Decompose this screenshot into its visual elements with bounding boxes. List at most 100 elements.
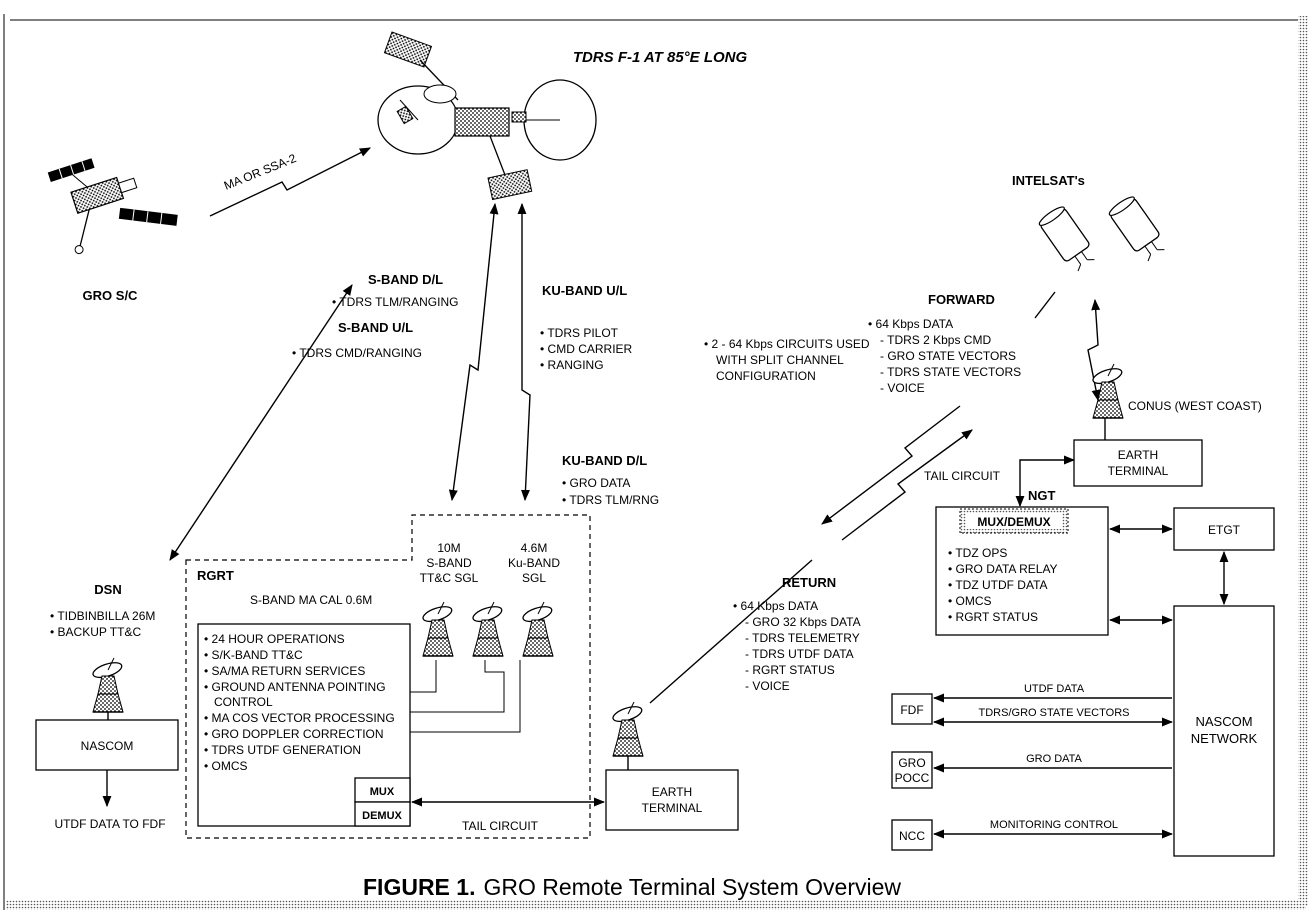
frame-shadow-bottom bbox=[6, 900, 1306, 910]
return-heading: RETURN bbox=[782, 575, 836, 590]
ma-link-arrow bbox=[209, 147, 371, 217]
fdf-label: FDF bbox=[900, 703, 923, 717]
gro-sc-label: GRO S/C bbox=[83, 288, 139, 303]
kuband-dl-item-2: • TDRS TLM/RNG bbox=[562, 493, 659, 507]
gro-pocc-line1: GRO bbox=[898, 756, 925, 770]
rgrt-wire-2 bbox=[410, 660, 505, 713]
rgrt-function-1: • 24 HOUR OPERATIONS bbox=[204, 632, 345, 646]
return-item-4: - TDRS UTDF DATA bbox=[745, 647, 854, 661]
conus-label: CONUS (WEST COAST) bbox=[1128, 399, 1262, 413]
rgrt-enclosure bbox=[185, 514, 591, 839]
dsn-item-2: • BACKUP TT&C bbox=[50, 625, 141, 639]
dsn-link-arrow bbox=[169, 284, 353, 561]
diagram-title: TDRS F-1 AT 85°E LONG bbox=[573, 49, 748, 66]
rgrt-function-6: • GRO DOPPLER CORRECTION bbox=[204, 727, 384, 741]
gro-pocc-line2: POCC bbox=[895, 771, 930, 785]
circuits-note-3: CONFIGURATION bbox=[716, 369, 816, 383]
ncc-label: NCC bbox=[899, 829, 925, 843]
forward-heading: FORWARD bbox=[928, 292, 995, 307]
figure-caption: FIGURE 1. GRO Remote Terminal System Over… bbox=[363, 874, 901, 900]
return-link-arrow bbox=[841, 429, 973, 541]
dsn-utdf-label: UTDF DATA TO FDF bbox=[54, 817, 165, 831]
rgrt-function-5: • MA COS VECTOR PROCESSING bbox=[204, 711, 395, 725]
gro-pocc-box bbox=[891, 751, 933, 789]
rgrt-ant10-line1: 10M bbox=[437, 541, 460, 555]
rgrt-function-7: • TDRS UTDF GENERATION bbox=[204, 743, 361, 757]
rgrt-mux-box bbox=[354, 777, 411, 803]
return-item-1: • 64 Kbps DATA bbox=[733, 599, 818, 613]
sband-ul-item: • TDRS CMD/RANGING bbox=[292, 346, 422, 360]
rgrt-10m-antenna-icon bbox=[470, 601, 505, 657]
tail-circuit-right-arrow bbox=[1015, 455, 1076, 508]
ma-link-label: MA OR SSA-2 bbox=[222, 151, 299, 193]
etgt-label: ETGT bbox=[1208, 523, 1241, 537]
dsn-antenna-icon bbox=[90, 657, 125, 713]
earth-terminal-left-line2: TERMINAL bbox=[642, 801, 703, 815]
rgrt-function-2: • S/K-BAND TT&C bbox=[204, 648, 303, 662]
intelsat-2-icon bbox=[1106, 193, 1170, 265]
tdrs-satellite-icon bbox=[377, 31, 597, 201]
rgrt-function-4b: CONTROL bbox=[214, 695, 273, 709]
kuband-dl-item-1: • GRO DATA bbox=[562, 476, 630, 490]
ngt-item-2: • GRO DATA RELAY bbox=[948, 562, 1058, 576]
rgrt-label: RGRT bbox=[197, 568, 234, 583]
earth-terminal-left-line1: EARTH bbox=[652, 785, 692, 799]
rgrt-ant46-line1: 4.6M bbox=[521, 541, 548, 555]
rgrt-cal-antenna-icon bbox=[420, 601, 455, 657]
nascom-network-line2: NETWORK bbox=[1191, 731, 1258, 746]
sband-dl-heading: S-BAND D/L bbox=[368, 272, 443, 287]
state-vectors-label: TDRS/GRO STATE VECTORS bbox=[979, 707, 1130, 719]
forward-item-4: - TDRS STATE VECTORS bbox=[880, 365, 1021, 379]
intelsat-label: INTELSAT's bbox=[1012, 173, 1085, 188]
monitoring-control-label: MONITORING CONTROL bbox=[990, 819, 1118, 831]
etgt-box bbox=[1173, 507, 1275, 551]
sband-dl-item: • TDRS TLM/RANGING bbox=[332, 295, 458, 309]
earth-terminal-right-line1: EARTH bbox=[1118, 448, 1158, 462]
circuits-note-1: • 2 - 64 Kbps CIRCUITS USED bbox=[704, 337, 870, 351]
rgrt-mux-label: MUX bbox=[370, 786, 395, 798]
dsn-nascom-box bbox=[35, 719, 179, 771]
ncc-box bbox=[891, 819, 933, 851]
return-item-5: - RGRT STATUS bbox=[745, 663, 835, 677]
forward-link-arrow bbox=[821, 405, 961, 525]
earth-terminal-right-line2: TERMINAL bbox=[1108, 464, 1169, 478]
rgrt-cal-label: S-BAND MA CAL 0.6M bbox=[250, 593, 372, 607]
return-to-earth-terminal-line bbox=[649, 559, 813, 704]
ngt-muxdemux-label: MUX/DEMUX bbox=[977, 515, 1050, 529]
kuband-dl-heading: KU-BAND D/L bbox=[562, 453, 647, 468]
figure-caption-text: GRO Remote Terminal System Overview bbox=[483, 874, 901, 900]
circuits-note-2: WITH SPLIT CHANNEL bbox=[716, 353, 844, 367]
tail-circuit-right-label: TAIL CIRCUIT bbox=[924, 469, 1001, 483]
nascom-network-box bbox=[1173, 605, 1275, 857]
kuband-link-arrow bbox=[517, 202, 531, 502]
rgrt-ant10-line3: TT&C SGL bbox=[420, 571, 479, 585]
ngt-item-4: • OMCS bbox=[948, 594, 992, 608]
earth-terminal-right-box bbox=[1073, 439, 1203, 487]
rgrt-function-4: • GROUND ANTENNA POINTING bbox=[204, 680, 386, 694]
kuband-ul-item-3: • RANGING bbox=[540, 358, 604, 372]
sband-link-arrow bbox=[448, 202, 499, 502]
return-item-2: - GRO 32 Kbps DATA bbox=[745, 615, 861, 629]
figure-caption-label: FIGURE 1. bbox=[363, 874, 475, 900]
ngt-item-1: • TDZ OPS bbox=[948, 546, 1007, 560]
rgrt-function-3: • SA/MA RETURN SERVICES bbox=[204, 664, 365, 678]
return-item-6: - VOICE bbox=[745, 679, 790, 693]
intelsat-1-icon bbox=[1036, 203, 1100, 275]
rgrt-wire-3 bbox=[410, 660, 521, 733]
utdf-data-label: UTDF DATA bbox=[1024, 683, 1085, 695]
gro-data-label: GRO DATA bbox=[1026, 753, 1082, 765]
nascom-network-line1: NASCOM bbox=[1195, 714, 1252, 729]
forward-item-1: • 64 Kbps DATA bbox=[868, 317, 953, 331]
dsn-nascom-label: NASCOM bbox=[81, 739, 134, 753]
dsn-heading: DSN bbox=[94, 582, 121, 597]
forward-item-5: - VOICE bbox=[880, 381, 925, 395]
rgrt-46m-antenna-icon bbox=[520, 601, 555, 657]
rgrt-ant46-line2: Ku-BAND bbox=[508, 556, 560, 570]
rgrt-demux-label: DEMUX bbox=[362, 810, 402, 822]
frame-shadow-right bbox=[1298, 16, 1308, 906]
ngt-label: NGT bbox=[1028, 488, 1056, 503]
earth-terminal-left-box bbox=[605, 769, 739, 831]
rgrt-ant10-line2: S-BAND bbox=[426, 556, 472, 570]
ngt-item-3: • TDZ UTDF DATA bbox=[948, 578, 1048, 592]
fdf-box bbox=[891, 693, 933, 725]
